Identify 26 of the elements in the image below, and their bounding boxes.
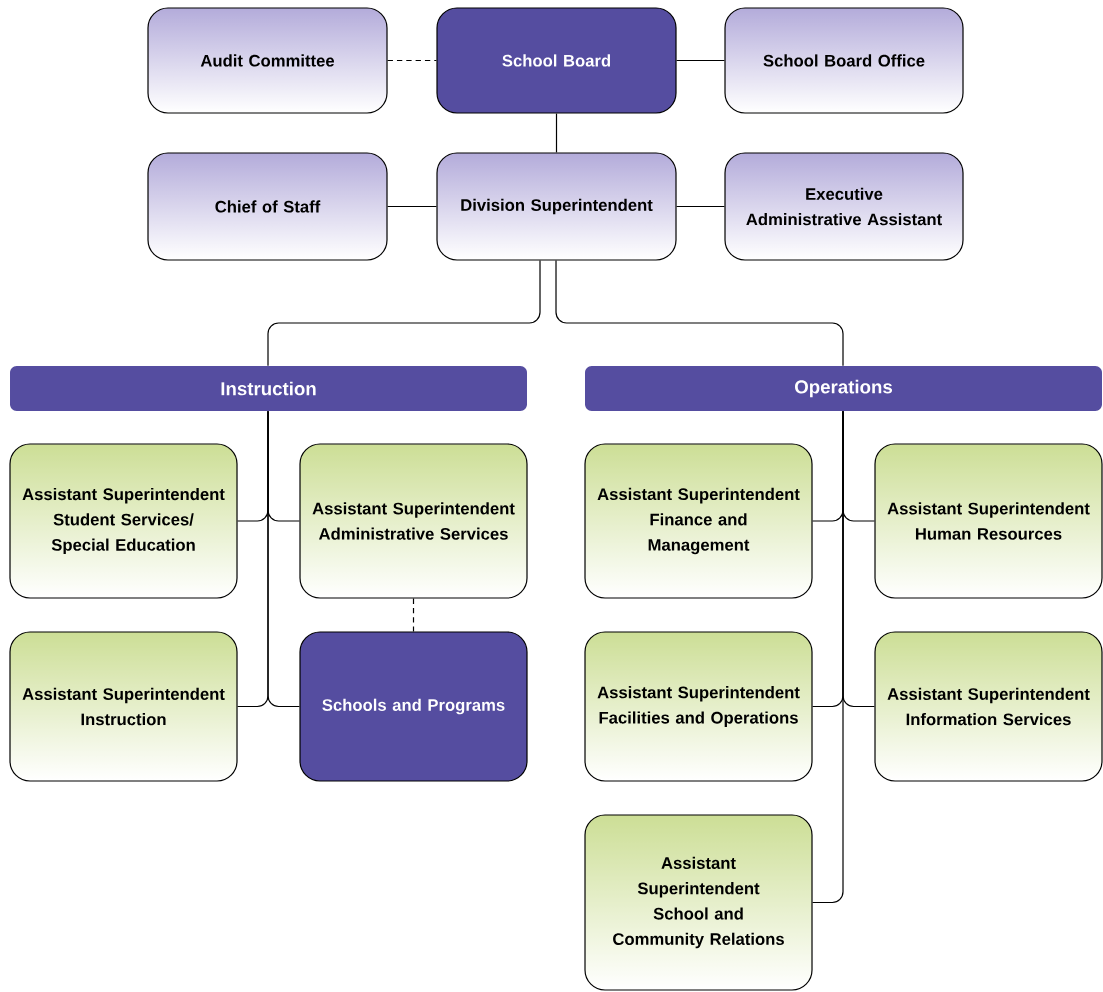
connector — [676, 205, 725, 208]
title-box: Assistant Superintendent Human Resources — [874, 443, 1103, 599]
title-box: Assistant Superintendent Finance and Management — [584, 443, 813, 599]
title-box: Audit Committee — [147, 7, 388, 114]
connector — [555, 260, 844, 367]
title-box: Executive Administrative Assistant — [724, 152, 964, 261]
dashed-connector — [412, 598, 415, 632]
title-box: Assistant Superintendent Student Services/ Special Education — [9, 443, 238, 599]
section-banner: Operations — [585, 366, 1102, 411]
connector — [812, 410, 844, 904]
title-box: Assistant Superintendent Instruction — [9, 631, 238, 782]
title-box: Assistant Superintendent Facilities and Operations — [584, 631, 813, 782]
title-box: Schools and Programs — [299, 631, 528, 782]
title-box: School Board — [436, 7, 677, 114]
connector — [267, 260, 541, 367]
title-box: Assistant Superintendent School and Community Relations — [584, 814, 813, 991]
title-box: Chief of Staff — [147, 152, 388, 261]
connector — [555, 113, 558, 153]
title-box: Assistant Superintendent Administrative Services — [299, 443, 528, 599]
connector — [676, 59, 725, 62]
title-box: School Board Office — [724, 7, 964, 114]
connector — [267, 410, 300, 708]
title-box: Division Superintendent — [436, 152, 677, 261]
section-banner: Instruction — [10, 366, 527, 411]
connector — [387, 205, 437, 208]
title-box: Assistant Superintendent Information Services — [874, 631, 1103, 782]
